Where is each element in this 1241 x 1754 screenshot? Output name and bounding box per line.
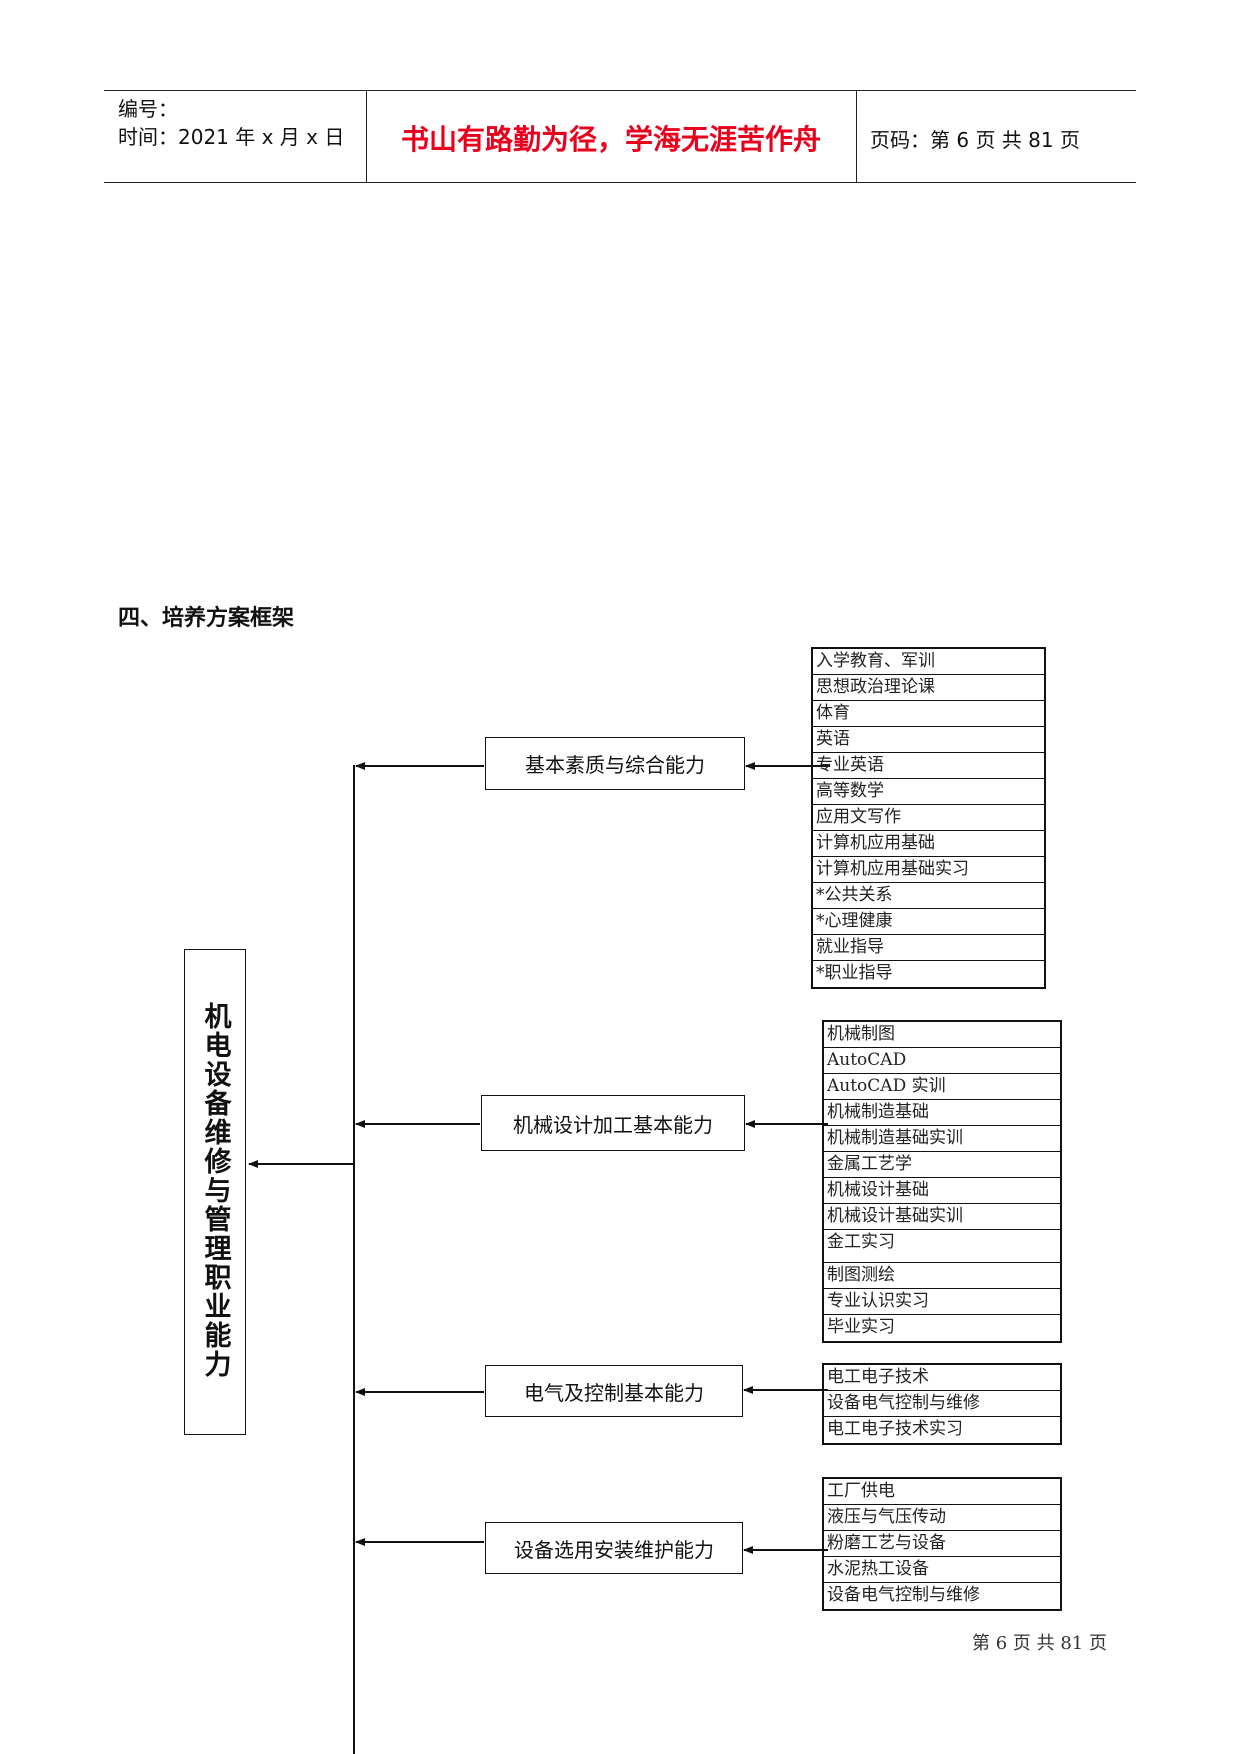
- list-item: 设备电气控制与维修: [824, 1391, 1060, 1417]
- list-item: 机械设计基础: [824, 1178, 1060, 1204]
- list-item: 电工电子技术: [824, 1365, 1060, 1391]
- list-item: 机械制造基础: [824, 1100, 1060, 1126]
- section-title: 四、培养方案框架: [118, 606, 295, 631]
- root-competency-box: 机电设备维修与管理职业能力: [184, 949, 246, 1435]
- list-item: AutoCAD: [824, 1048, 1060, 1074]
- footer-page-number: 第 6 页 共 81 页: [972, 1633, 1107, 1654]
- list-item: 机械制图: [824, 1022, 1060, 1048]
- course-list-electrical-control: 电工电子技术 设备电气控制与维修 电工电子技术实习: [822, 1363, 1062, 1445]
- header-motto: 书山有路勤为径，学海无涯苦作舟: [400, 123, 821, 156]
- header-page-number: 页码：第 6 页 共 81 页: [870, 128, 1080, 152]
- list-item: 高等数学: [813, 779, 1044, 805]
- list-item: 工厂供电: [824, 1479, 1060, 1505]
- list-item: 思想政治理论课: [813, 675, 1044, 701]
- header-divider-right: [856, 90, 857, 183]
- list-item: 专业英语: [813, 753, 1044, 779]
- list-item: 英语: [813, 727, 1044, 753]
- course-list-mechanical-design: 机械制图 AutoCAD AutoCAD 实训 机械制造基础 机械制造基础实训 …: [822, 1020, 1062, 1343]
- list-item: *心理健康: [813, 909, 1044, 935]
- list-item: 液压与气压传动: [824, 1505, 1060, 1531]
- list-item: 机械设计基础实训: [824, 1204, 1060, 1230]
- list-item: 金工实习: [824, 1230, 1060, 1263]
- list-item: 水泥热工设备: [824, 1557, 1060, 1583]
- list-item: 电工电子技术实习: [827, 1419, 963, 1439]
- list-item: 就业指导: [813, 935, 1044, 961]
- header-bottom-rule: [104, 182, 1136, 183]
- course-list-equipment-maintenance: 工厂供电 液压与气压传动 粉磨工艺与设备 水泥热工设备 设备电气控制与维修: [822, 1477, 1062, 1611]
- list-item: 金属工艺学: [824, 1152, 1060, 1178]
- document-date: 时间：2021 年 x 月 x 日: [118, 125, 345, 149]
- category-box-mechanical-design: 机械设计加工基本能力: [481, 1095, 745, 1151]
- list-item: 计算机应用基础实习: [813, 857, 1044, 883]
- list-item: 入学教育、军训: [813, 649, 1044, 675]
- category-box-equipment-maintenance: 设备选用安装维护能力: [485, 1522, 743, 1574]
- document-number-label: 编号：: [118, 97, 178, 121]
- list-item: 体育: [813, 701, 1044, 727]
- course-list-basic-quality: 入学教育、军训 思想政治理论课 体育 英语 专业英语 高等数学 应用文写作 计算…: [811, 647, 1046, 989]
- list-item: 机械制造基础实训: [824, 1126, 1060, 1152]
- header-divider-left: [366, 90, 367, 183]
- list-item: 制图测绘: [824, 1263, 1060, 1289]
- category-box-electrical-control: 电气及控制基本能力: [485, 1365, 743, 1417]
- list-item: AutoCAD 实训: [824, 1074, 1060, 1100]
- list-item: 粉磨工艺与设备: [824, 1531, 1060, 1557]
- header-top-rule: [104, 90, 1136, 91]
- category-box-basic-quality: 基本素质与综合能力: [485, 737, 745, 790]
- list-item: 设备电气控制与维修: [827, 1585, 980, 1605]
- list-item: 计算机应用基础: [813, 831, 1044, 857]
- list-item: 毕业实习: [827, 1317, 895, 1337]
- list-item: *职业指导: [816, 963, 893, 983]
- list-item: *公共关系: [813, 883, 1044, 909]
- list-item: 应用文写作: [813, 805, 1044, 831]
- list-item: 专业认识实习: [824, 1289, 1060, 1315]
- root-competency-label: 机电设备维修与管理职业能力: [199, 1002, 231, 1379]
